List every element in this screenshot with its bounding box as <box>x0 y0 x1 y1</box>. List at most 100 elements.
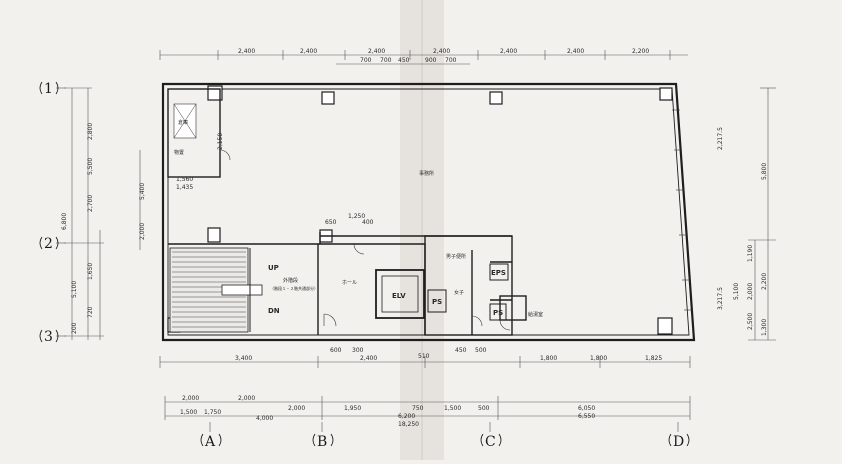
right-dim-4: 2,000 <box>747 283 754 300</box>
right-dim-8: 2,217.5 <box>717 127 724 150</box>
inner-dim-6: 400 <box>362 219 374 226</box>
right-dim-3: 1,190 <box>747 245 754 262</box>
left-dim-6: 720 <box>87 306 94 318</box>
eps-label: EPS <box>491 269 506 277</box>
right-dim-7: 1,300 <box>761 319 768 336</box>
elevator-core: ELV <box>375 269 425 319</box>
axis-col-c: C <box>485 434 496 450</box>
base1-3: 2,000 <box>288 405 305 412</box>
inner-dim-3: 1,435 <box>176 184 193 191</box>
stair-up-label: UP <box>268 264 279 272</box>
bottom-dim-5: 1,825 <box>645 355 662 362</box>
left-dim-7: 2,800 <box>87 123 94 140</box>
inner-dim-2: 1,560 <box>176 176 193 183</box>
row-axis-labels: 1 2 3 <box>44 81 53 345</box>
bottom-sub-5: 510 <box>418 353 430 360</box>
left-dim-5: 1,650 <box>87 263 94 280</box>
left-dimension-labels: 5,500 6,800 2,700 5,100 1,650 720 2,800 … <box>61 123 146 334</box>
column-axis-brackets <box>200 433 690 447</box>
shed-label: 物置 <box>174 149 184 156</box>
right-dim-6: 2,500 <box>747 313 754 330</box>
left-dim-1: 5,500 <box>87 158 94 175</box>
axis-row-3: 3 <box>44 329 53 345</box>
right-dimension-lines <box>748 87 776 341</box>
right-dim-2: 2,200 <box>761 273 768 290</box>
exterior-stair: UP DN 外階段 （階段１・２階共通部分） <box>169 247 318 333</box>
base2-5: 6,550 <box>578 413 595 420</box>
stair-name: 外階段 <box>283 277 298 284</box>
inner-dim-1: 2,150 <box>217 133 224 150</box>
office-label: 事務所 <box>419 170 434 177</box>
top-dim-1: 2,400 <box>238 48 255 55</box>
ps-label-2: PS <box>493 309 503 317</box>
inner-dim-4: 1,250 <box>348 213 365 220</box>
storage-label: 倉庫 <box>178 119 188 126</box>
inner-dim-5: 650 <box>325 219 337 226</box>
window-marks <box>672 109 692 311</box>
base1-1: 2,000 <box>182 395 199 402</box>
axis-row-2: 2 <box>44 236 53 252</box>
base1-7: 500 <box>478 405 490 412</box>
left-dim-3: 2,700 <box>87 195 94 212</box>
left-dim-9: 2,000 <box>139 223 146 240</box>
outer-walls <box>161 82 696 342</box>
structural-columns <box>167 85 673 335</box>
bottom-dim-2: 2,400 <box>360 355 377 362</box>
top-dim-5: 2,400 <box>500 48 517 55</box>
right-dim-9: 3,217.5 <box>717 287 724 310</box>
top-dimension-labels: 2,400 2,400 2,400 2,400 2,400 2,400 2,20… <box>238 48 649 64</box>
ps-label-1: PS <box>432 298 442 306</box>
room-labels: 事務所 ホール 男子便所 女子 給湯室 <box>342 170 543 318</box>
base1-4: 1,950 <box>344 405 361 412</box>
total-dim: 18,250 <box>398 421 419 428</box>
base1-6: 1,500 <box>444 405 461 412</box>
toilet-f-label: 女子 <box>454 289 464 296</box>
top-dim-2: 2,400 <box>300 48 317 55</box>
left-dim-8: 5,400 <box>139 183 146 200</box>
base1-8: 6,050 <box>578 405 595 412</box>
top-dim-6: 2,400 <box>567 48 584 55</box>
right-dim-1: 5,800 <box>761 163 768 180</box>
bottom-sub-1: 600 <box>330 347 342 354</box>
elv-label: ELV <box>392 292 406 300</box>
base2-4: 6,200 <box>398 413 415 420</box>
bottom-sub-4: 500 <box>475 347 487 354</box>
top-small-2: 700 <box>380 57 392 64</box>
door-swings <box>219 149 511 331</box>
storage-room: 倉庫 物置 <box>173 103 197 156</box>
hall-label: ホール <box>342 280 357 286</box>
top-dim-4: 2,400 <box>433 48 450 55</box>
left-dimension-lines <box>56 87 141 340</box>
stair-dn-label: DN <box>268 307 280 315</box>
top-small-4: 900 <box>425 57 437 64</box>
bottom-sub-3: 450 <box>455 347 467 354</box>
axis-col-b: B <box>317 434 327 450</box>
stair-sub: （階段１・２階共通部分） <box>270 285 318 291</box>
axis-row-1: 1 <box>44 81 53 97</box>
bottom-sub-2: 300 <box>352 347 364 354</box>
axis-col-d: D <box>673 434 684 450</box>
base2-3: 4,000 <box>256 415 273 422</box>
column-axis-labels: A B C D <box>204 434 684 450</box>
left-dim-2: 6,800 <box>61 213 68 230</box>
right-dim-5: 5,100 <box>733 283 740 300</box>
top-small-5: 700 <box>445 57 457 64</box>
base1-5: 750 <box>412 405 424 412</box>
left-dim-4: 5,100 <box>71 281 78 298</box>
base1-2: 2,000 <box>238 395 255 402</box>
top-dim-7: 2,200 <box>632 48 649 55</box>
ps-shafts: PS PS EPS <box>427 263 509 321</box>
bottom-dimension-labels: 3,400 2,400 1,800 1,800 1,825 600 300 45… <box>180 347 662 428</box>
interior-walls <box>167 88 527 336</box>
bottom-dimension-lines <box>159 356 691 432</box>
row-axis-brackets <box>39 81 59 343</box>
bottom-dim-1: 3,400 <box>235 355 252 362</box>
right-dimension-labels: 5,800 2,200 1,190 2,000 5,100 2,500 1,30… <box>717 127 768 336</box>
top-dim-3: 2,400 <box>368 48 385 55</box>
axis-col-a: A <box>204 434 216 450</box>
base2-2: 1,750 <box>204 409 221 416</box>
toilet-m-label: 男子便所 <box>446 253 466 260</box>
kitchen-label: 給湯室 <box>528 311 543 318</box>
